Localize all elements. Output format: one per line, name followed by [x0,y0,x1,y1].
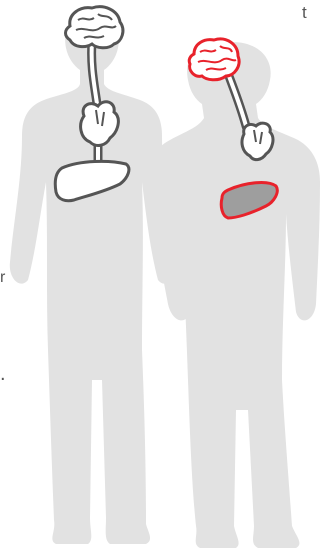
text-fragment-top-right: t [302,4,307,21]
text-fragment-left-middle: r [0,270,5,286]
affected-body-silhouette [150,42,320,548]
text-fragment-left-lower: . [0,364,6,384]
brain-icon [66,7,123,48]
brain-icon [189,39,239,80]
